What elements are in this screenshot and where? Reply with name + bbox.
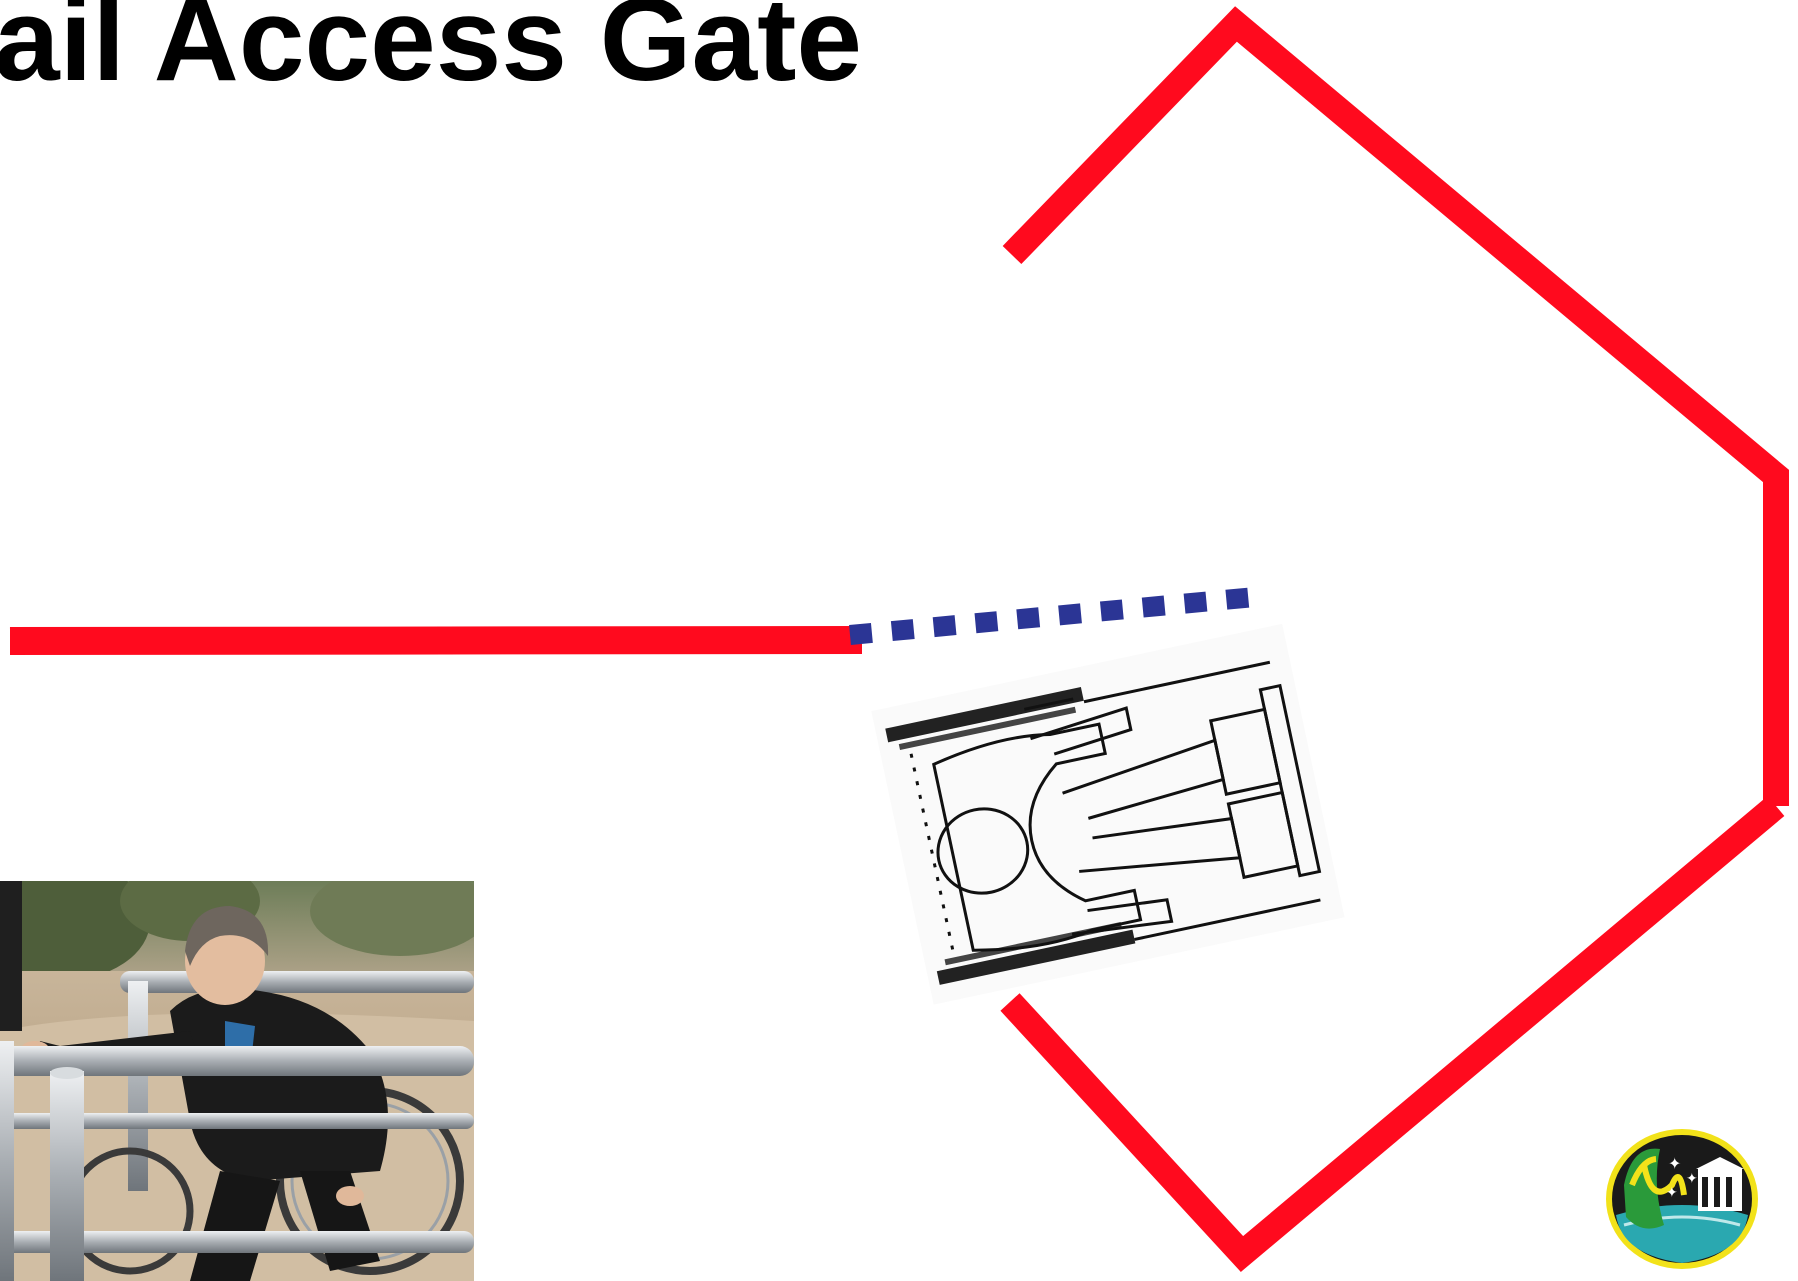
wheelchair-gate-photo [0, 881, 474, 1281]
club-emblem-icon: ✦ ✦ ✦ [1602, 1125, 1762, 1273]
fence-line [9, 626, 863, 655]
gate-swing-path [849, 586, 1267, 645]
svg-text:✦: ✦ [1666, 1185, 1678, 1201]
svg-text:✦: ✦ [1668, 1154, 1681, 1173]
page-title: ail Access Gate [0, 0, 863, 106]
gate-enclosure-lower [1000, 796, 1785, 1272]
gate-enclosure-upper [1002, 6, 1789, 806]
svg-text:✦: ✦ [1686, 1171, 1698, 1187]
wheelchair-user-icon [871, 623, 1345, 1005]
